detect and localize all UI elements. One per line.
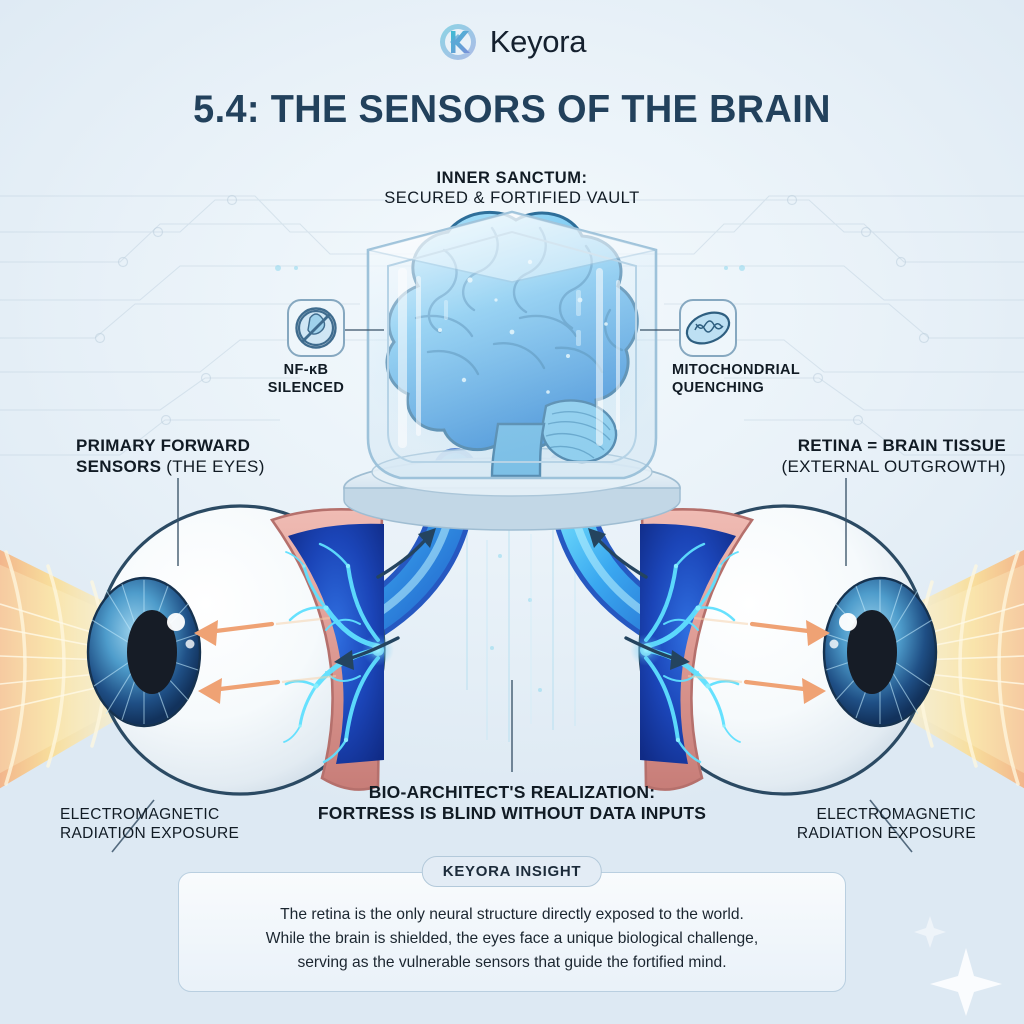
sensors-eyes-note: (THE EYES): [161, 456, 265, 476]
mito-line1: MITOCHONDRIAL: [672, 362, 801, 378]
nfkb-silenced-icon-badge: [287, 299, 345, 357]
primary-forward-sensors-label: PRIMARY FORWARD SENSORS (THE EYES): [76, 436, 376, 477]
emr-exposure-label-right: ELECTROMAGNETIC RADIATION EXPOSURE: [736, 806, 976, 844]
light-arrowheads-left: [194, 620, 222, 704]
insight-line2: While the brain is shielded, the eyes fa…: [265, 930, 759, 948]
emr-left-line2: RADIATION EXPOSURE: [60, 824, 240, 842]
left-eye-cross-section: [86, 504, 394, 796]
inner-sanctum-label: INNER SANCTUM: SECURED & FORTIFIED VAULT: [0, 168, 1024, 208]
retina-line1: RETINA = BRAIN TISSUE: [797, 436, 1006, 455]
sensors-line2: SENSORS: [76, 456, 162, 476]
keyora-insight-text: The retina is the only neural structure …: [179, 903, 845, 975]
brand-logo: Keyora: [0, 22, 1024, 62]
mito-line2: QUENCHING: [672, 379, 765, 396]
left-iris: [86, 576, 202, 728]
insight-line3: serving as the vulnerable sensors that g…: [297, 954, 727, 972]
mitochondrion-icon-badge: [679, 299, 737, 357]
nfkb-silenced-label: NF-κB SILENCED: [236, 362, 376, 397]
leader-lines: [111, 329, 913, 853]
emr-left-line1: ELECTROMAGNETIC: [60, 806, 220, 823]
keyora-k-logo-icon: [439, 24, 476, 60]
brand-name: Keyora: [489, 24, 587, 59]
light-entry-arrows-left: [205, 621, 281, 693]
realization-line2: FORTRESS IS BLIND WITHOUT DATA INPUTS: [317, 803, 707, 824]
light-arrowheads-right: [802, 620, 830, 704]
right-iris: [822, 576, 938, 728]
inner-sanctum-heading: INNER SANCTUM:: [436, 169, 588, 187]
nfkb-line2: SILENCED: [267, 379, 345, 396]
right-eye-cross-section: [630, 504, 938, 796]
nfkb-line1: NF-κB: [283, 362, 329, 378]
bio-architect-realization-label: BIO-ARCHITECT'S REALIZATION: FORTRESS IS…: [262, 782, 762, 825]
page-title: 5.4: THE SENSORS OF THE BRAIN: [193, 88, 831, 131]
realization-line1: BIO-ARCHITECT'S REALIZATION:: [368, 782, 656, 802]
inner-sanctum-subtext: SECURED & FORTIFIED VAULT: [384, 189, 640, 208]
emr-exposure-label-left: ELECTROMAGNETIC RADIATION EXPOSURE: [60, 806, 290, 844]
mitochondrial-quenching-label: MITOCHONDRIAL QUENCHING: [672, 362, 848, 397]
emr-right-line1: ELECTROMAGNETIC: [816, 806, 976, 823]
sensors-line1: PRIMARY FORWARD: [76, 436, 251, 455]
glass-shield-vault: [366, 210, 658, 480]
keyora-insight-box: KEYORA INSIGHT The retina is the only ne…: [178, 856, 846, 992]
light-entry-arrows-right: [743, 621, 819, 693]
emr-right-line2: RADIATION EXPOSURE: [796, 824, 976, 842]
insight-line1: The retina is the only neural structure …: [280, 906, 744, 923]
sparkle-decoration: [914, 916, 1002, 1016]
retina-brain-tissue-label: RETINA = BRAIN TISSUE (EXTERNAL OUTGROWT…: [726, 436, 1006, 477]
keyora-insight-badge: KEYORA INSIGHT: [421, 856, 603, 887]
retina-line2: (EXTERNAL OUTGROWTH): [781, 456, 1006, 476]
